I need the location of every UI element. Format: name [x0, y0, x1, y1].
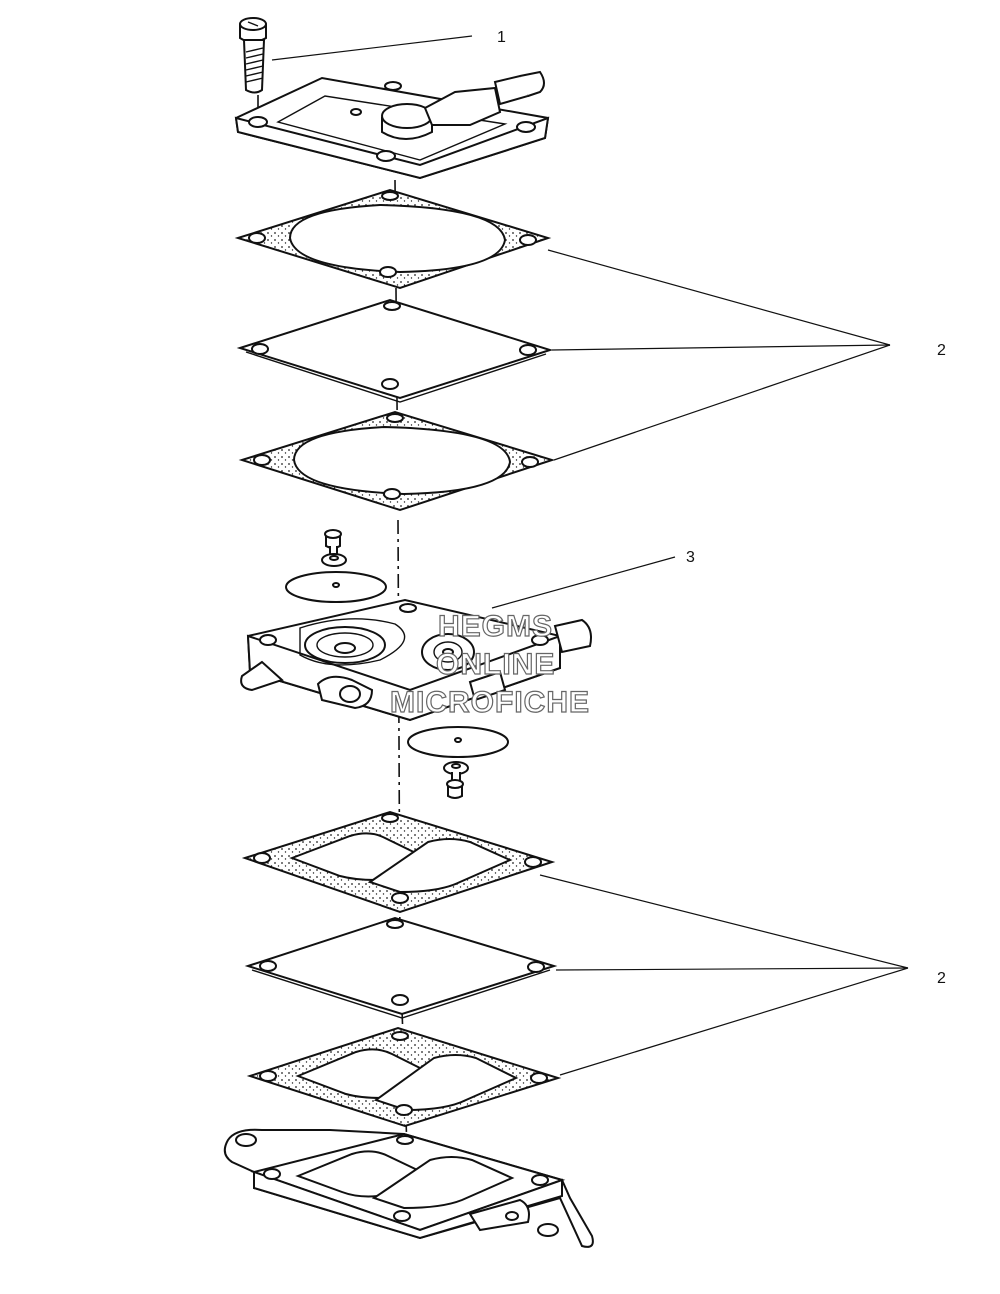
pump-body	[240, 598, 592, 722]
callout-2-lower: 2	[937, 970, 946, 987]
leader-lines	[271, 35, 909, 1076]
gasket-lower-2	[246, 1026, 562, 1128]
watermark: HEGMS ONLINE MICROFICHE	[389, 609, 590, 719]
pump-base-plate	[223, 1128, 594, 1248]
gasket-upper-2	[238, 410, 556, 512]
check-valve-lower	[407, 726, 509, 799]
watermark-line-1: HEGMS	[438, 610, 553, 643]
callout-2-upper: 2	[937, 342, 946, 359]
diaphragm-upper	[236, 298, 554, 403]
gasket-upper-1	[234, 188, 552, 290]
diaphragm-lower	[244, 916, 558, 1019]
watermark-line-3: MICROFICHE	[390, 686, 590, 719]
pump-top-cover	[234, 70, 550, 180]
callout-1: 1	[497, 29, 506, 46]
callout-3: 3	[686, 549, 695, 566]
watermark-line-2: ONLINE	[436, 648, 555, 681]
screw-part	[239, 17, 267, 94]
gasket-lower-1	[241, 810, 556, 914]
check-valve-upper	[285, 529, 387, 603]
